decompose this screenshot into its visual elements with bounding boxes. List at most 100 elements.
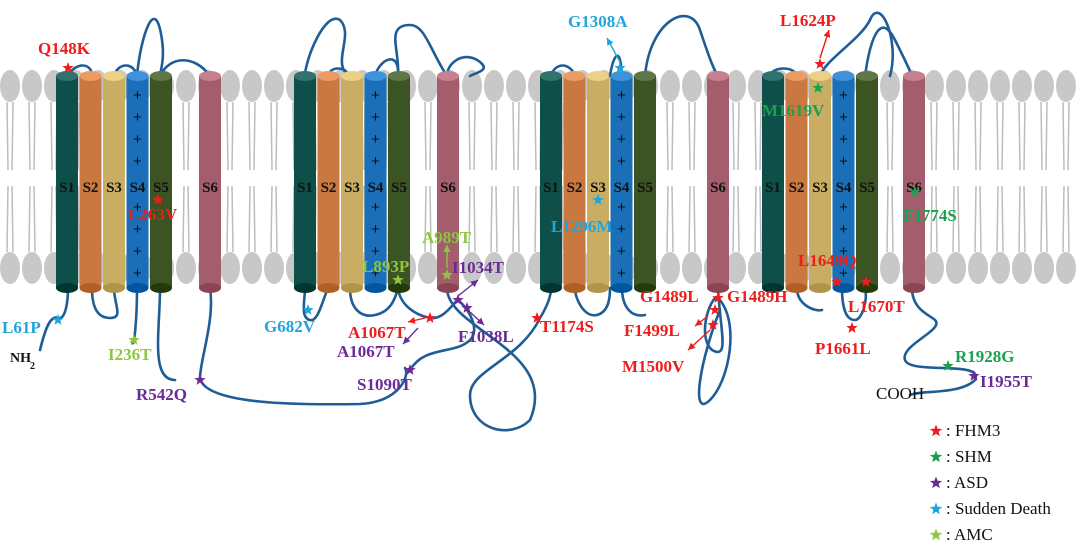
lipid-head-inner [418,252,438,284]
mutation-arrow-head [443,245,451,252]
helix-bottom-cap [610,283,633,293]
mutation-label: R542Q [136,385,187,404]
helix-top-cap [126,71,149,81]
helix-s2: S2 [317,71,340,293]
helix-s5: S5 [388,71,410,293]
lipid-tail [517,185,520,253]
helix-bottom-cap [79,283,102,293]
helix-top-cap [388,71,410,81]
helix-top-cap [762,71,784,81]
lipid-tail [561,185,564,253]
helix-top-cap [634,71,656,81]
legend-label: : SHM [946,447,992,466]
segment-label: S1 [765,180,781,196]
lipid-tail [935,101,938,171]
mutation-arrow-head [823,30,831,38]
mutation-star [968,370,980,381]
lipid-tail [534,101,537,171]
charge-plus: + [617,221,626,238]
legend-item-amc: : AMC [929,525,993,544]
lipid-tail [930,185,933,253]
lipid-tail [495,101,498,171]
lipid-tail [996,185,999,253]
mutation-label: G1489L [640,287,699,306]
lipid-head-inner [220,252,240,284]
lipid-tail [512,185,515,253]
helix-top-cap [56,71,78,81]
lipid-tail [270,185,273,253]
charge-plus: + [371,265,380,282]
lipid-tail [671,185,674,253]
lipid-tail [253,185,256,253]
lipid-tail [50,101,53,171]
lipid-head-outer [968,70,988,102]
mutation-label: M1500V [622,357,685,376]
lipid-tail [253,101,256,171]
charge-plus: + [133,153,142,170]
lipid-tail [1067,101,1070,171]
segment-label: S4 [614,180,630,196]
helix-body [150,76,172,288]
helix-s1: S1 [540,71,562,293]
mutation-star [709,304,721,315]
charge-plus: + [371,153,380,170]
lipid-tail [1045,101,1048,171]
backbone-loop [840,286,868,322]
lipid-head-inner [1056,252,1076,284]
backbone-loop [445,286,553,432]
mutation-label: G682V [264,317,316,336]
mutation-star [52,314,64,325]
helix-top-cap [341,71,363,81]
lipid-tail [429,185,432,253]
mutation-star [404,364,416,375]
legend-label: : AMC [946,525,993,544]
lipid-head-outer [418,70,438,102]
mutation-label: A1067T [337,342,395,361]
lipid-head-outer [462,70,482,102]
segment-label: S1 [297,180,313,196]
mutation-star [461,302,473,313]
charge-plus: + [133,131,142,148]
mutation-star [712,292,724,303]
helix-top-cap [103,71,125,81]
helix-top-cap [563,71,586,81]
charge-plus: + [617,265,626,282]
segment-label: S6 [710,180,726,196]
legend-label: : ASD [946,473,988,492]
segment-label: S5 [637,180,653,196]
backbone-loop [573,286,612,317]
lipid-tail [275,101,278,171]
charge-plus: + [371,243,380,260]
helix-s5: S5 [856,71,878,293]
backbone-loop [198,286,408,406]
lipid-tail [248,185,251,253]
helix-body [610,76,633,288]
helix-body [587,76,609,288]
mutation-star [942,360,954,371]
helix-body [79,76,102,288]
lipid-head-outer [946,70,966,102]
charge-plus: + [617,243,626,260]
legend-star-icon [929,450,943,463]
helix-bottom-cap [364,283,387,293]
charge-plus: + [371,109,380,126]
lipid-head-outer [264,70,284,102]
backbone-loop [394,23,449,78]
lipid-tail [512,101,515,171]
lipid-tail [517,101,520,171]
legend-star-icon [929,528,943,541]
charge-plus: + [371,131,380,148]
helix-top-cap [809,71,831,81]
mutation-star [452,294,464,305]
lipid-tail [182,185,185,253]
lipid-tail [1040,185,1043,253]
lipid-tail [77,101,80,171]
lipid-tail [473,101,476,171]
lipid-head-outer [1012,70,1032,102]
lipid-tail [33,185,36,253]
helix-body [341,76,363,288]
helix-top-cap [785,71,808,81]
lipid-tail [468,185,471,253]
c-terminus-label: COOH [876,384,924,403]
helix-s6: S6 [199,71,221,293]
